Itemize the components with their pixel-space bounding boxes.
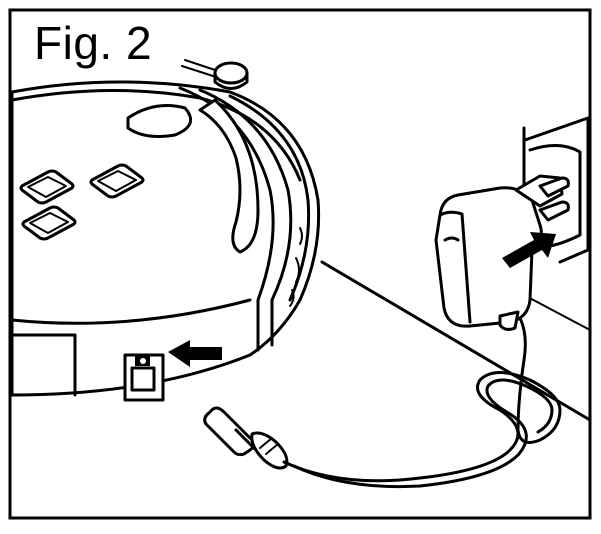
power-switch bbox=[123, 353, 165, 402]
arrow-left-icon bbox=[168, 340, 222, 367]
power-cord bbox=[203, 316, 562, 489]
control-button-bottom bbox=[21, 205, 77, 241]
robot-vacuum bbox=[10, 59, 321, 402]
figure-border bbox=[8, 8, 592, 520]
control-button-left bbox=[19, 169, 75, 205]
arrow-up-right-icon bbox=[502, 232, 556, 268]
wall-socket bbox=[523, 116, 590, 264]
figure-label: Fig. 2 bbox=[34, 17, 153, 69]
control-button-right bbox=[89, 163, 145, 199]
